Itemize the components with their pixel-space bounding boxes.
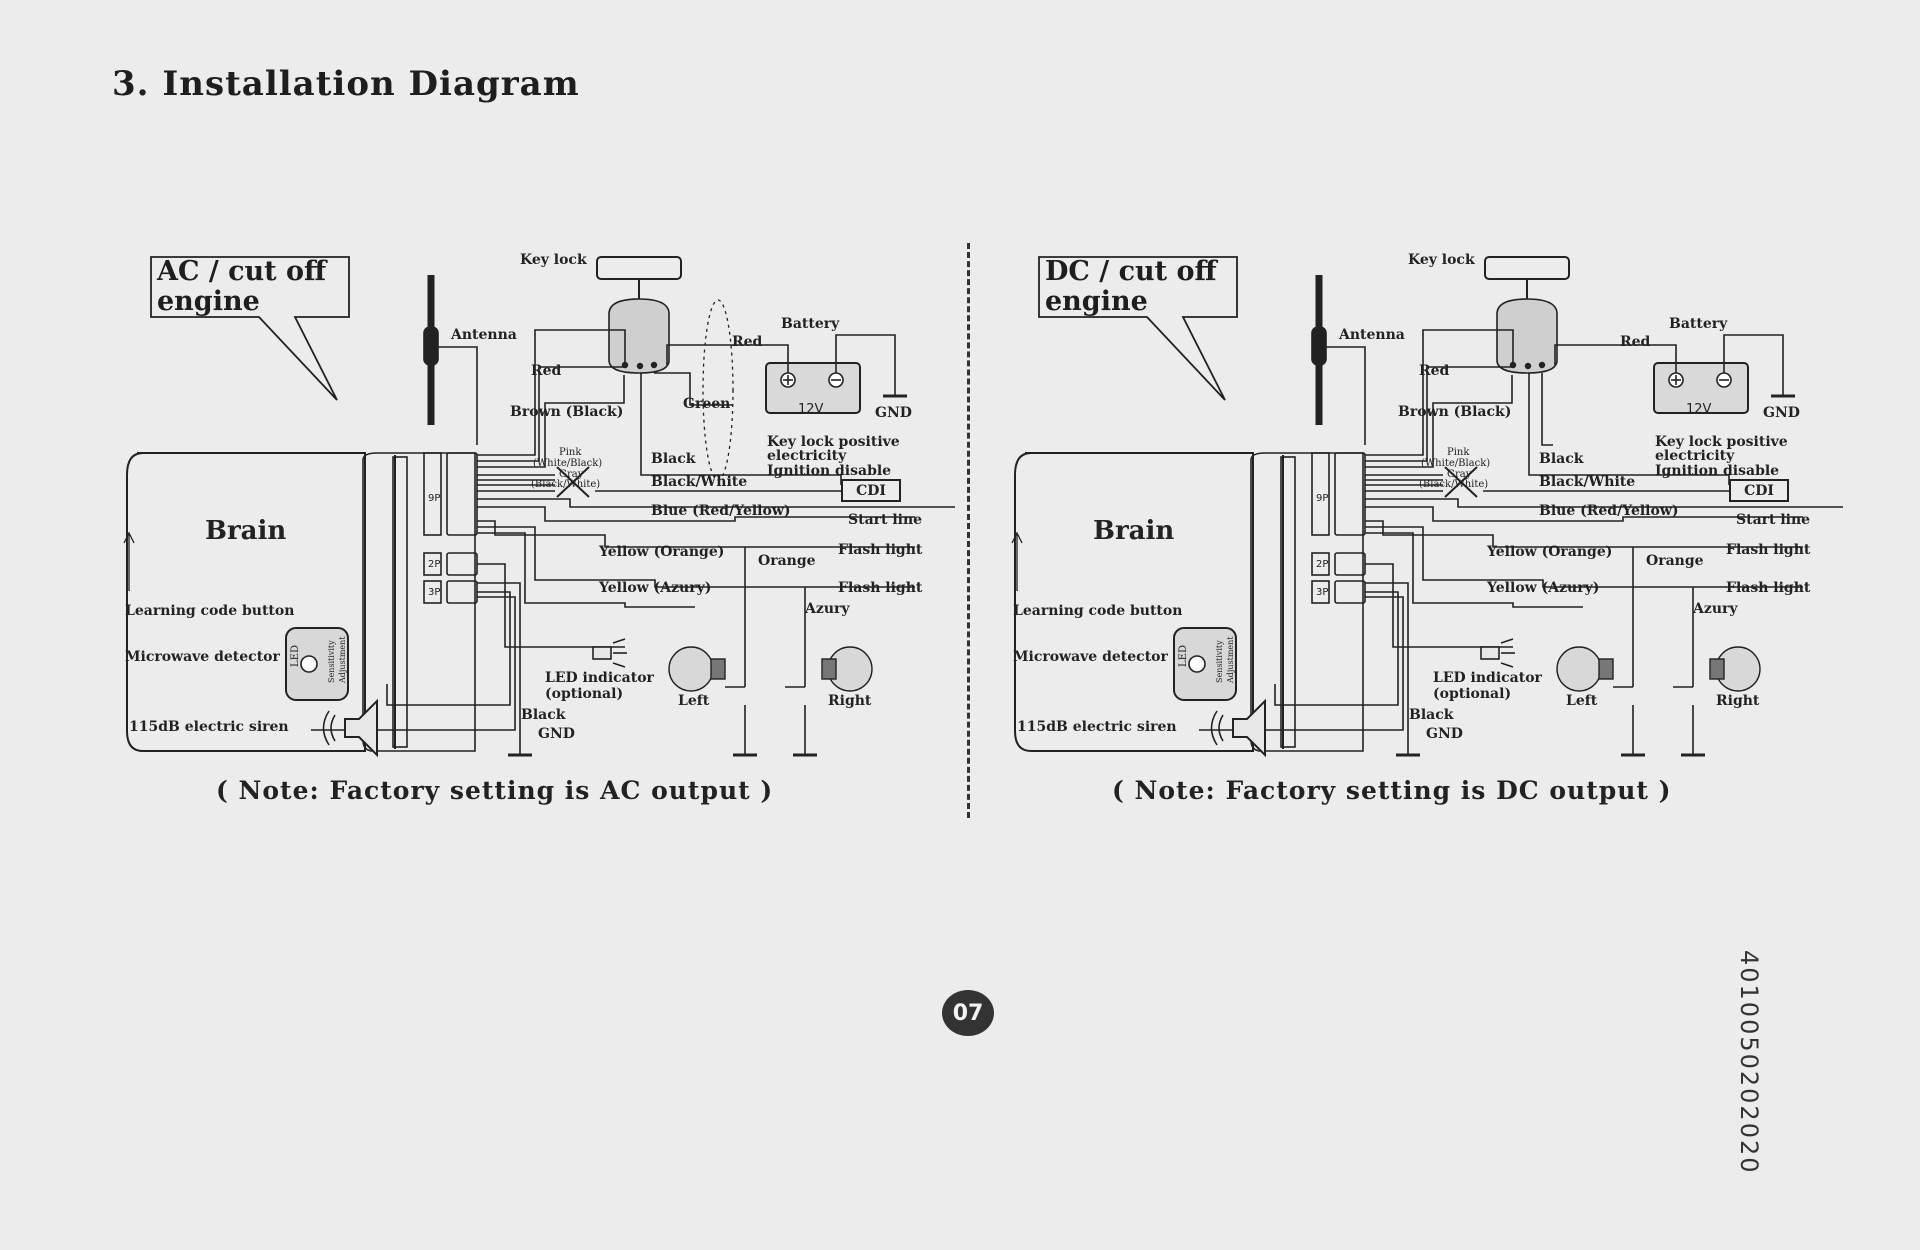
pin-2p: 2P	[428, 559, 441, 570]
pin-3p: 3P	[428, 587, 441, 598]
key-lock-label: Key lock	[520, 252, 587, 268]
led-label: LED	[290, 645, 301, 667]
wiring-diagram-ac	[123, 256, 955, 758]
pin-9p: 9P	[428, 493, 441, 504]
battery-label: Battery	[781, 316, 840, 332]
sensitivity-label: Sensitivity	[1215, 640, 1224, 683]
black-wire-label: Black	[651, 451, 696, 467]
pin-2p: 2P	[1316, 559, 1329, 570]
center-divider	[967, 243, 970, 818]
yellow-orange-label: Yellow (Orange)	[599, 544, 725, 560]
black-white-small-label: (Black/White)	[531, 479, 601, 490]
gray-label: Gray	[1447, 469, 1472, 480]
battery-label: Battery	[1669, 316, 1728, 332]
microwave-detector-label: Microwave detector	[1013, 649, 1168, 665]
white-black-label: (White/Black)	[1421, 458, 1491, 469]
siren-label: 115dB electric siren	[129, 719, 289, 735]
antenna-label: Antenna	[1339, 327, 1405, 343]
battery-red-label: Red	[1620, 334, 1651, 350]
led-optional-label: (optional)	[545, 686, 624, 702]
battery-red-label: Red	[732, 334, 763, 350]
flash-light-1-label: Flash light	[838, 542, 923, 558]
key-lock-positive-label: Key lock positive	[1655, 434, 1788, 450]
page-title: 3. Installation Diagram	[112, 64, 580, 104]
page-number: 07	[942, 990, 994, 1036]
note-dc: ( Note: Factory setting is DC output )	[1112, 776, 1672, 805]
right-light-label: Right	[1716, 693, 1760, 709]
blue-wire-label: Blue (Red/Yellow)	[1539, 503, 1679, 519]
pin-3p: 3P	[1316, 587, 1329, 598]
document-code: 4010050202020	[1735, 950, 1763, 1175]
battery-voltage: 12V	[1686, 402, 1712, 417]
callout-dc: DC / cut off engine	[1045, 256, 1217, 317]
diagram-dc: DC / cut off engine Key lock Antenna Bat…	[1003, 235, 1843, 758]
black-gnd-label: Black	[1409, 707, 1454, 723]
battery-voltage: 12V	[798, 402, 824, 417]
learning-code-button-label: Learning code button	[125, 603, 295, 619]
start-line-label: Start line	[848, 512, 923, 528]
learning-code-button-label: Learning code button	[1013, 603, 1183, 619]
gnd-bottom-label: GND	[538, 726, 575, 742]
wiring-diagram-dc	[1011, 256, 1843, 758]
black-wire-label: Black	[1539, 451, 1584, 467]
gnd-top-label: GND	[1763, 405, 1800, 421]
adjustment-label: Adjustment	[1226, 636, 1235, 683]
key-lock-label: Key lock	[1408, 252, 1475, 268]
right-light-label: Right	[828, 693, 872, 709]
red-wire-label: Red	[531, 363, 562, 379]
led-indicator-label: LED indicator	[1433, 670, 1542, 686]
note-ac: ( Note: Factory setting is AC output )	[216, 776, 774, 805]
yellow-orange-label: Yellow (Orange)	[1487, 544, 1613, 560]
azury-label: Azury	[1693, 601, 1738, 617]
pink-label: Pink	[1447, 447, 1470, 458]
yellow-azury-label: Yellow (Azury)	[599, 580, 712, 596]
brown-wire-label: Brown (Black)	[1398, 404, 1512, 420]
key-lock-positive-label: Key lock positive	[767, 434, 900, 450]
brown-wire-label: Brown (Black)	[510, 404, 624, 420]
electricity-label: electricity	[1655, 448, 1735, 464]
antenna-label: Antenna	[451, 327, 517, 343]
pink-label: Pink	[559, 447, 582, 458]
black-white-small-label: (Black/White)	[1419, 479, 1489, 490]
red-wire-label: Red	[1419, 363, 1450, 379]
microwave-detector-label: Microwave detector	[125, 649, 280, 665]
blue-wire-label: Blue (Red/Yellow)	[651, 503, 791, 519]
left-light-label: Left	[678, 693, 710, 709]
sensitivity-label: Sensitivity	[327, 640, 336, 683]
flash-light-2-label: Flash light	[1726, 580, 1811, 596]
led-label: LED	[1178, 645, 1189, 667]
manual-page: 3. Installation Diagram	[112, 64, 1843, 1175]
callout-ac: AC / cut off engine	[157, 256, 327, 317]
black-white-label: Black/White	[1539, 474, 1636, 490]
orange-label: Orange	[758, 553, 816, 569]
gnd-top-label: GND	[875, 405, 912, 421]
ignition-disable-label: Ignition disable	[1655, 463, 1780, 479]
green-wire-label: Green	[683, 396, 731, 412]
gray-label: Gray	[559, 469, 584, 480]
siren-label: 115dB electric siren	[1017, 719, 1177, 735]
pin-9p: 9P	[1316, 493, 1329, 504]
electricity-label: electricity	[767, 448, 847, 464]
left-light-label: Left	[1566, 693, 1598, 709]
adjustment-label: Adjustment	[338, 636, 347, 683]
flash-light-1-label: Flash light	[1726, 542, 1811, 558]
led-indicator-label: LED indicator	[545, 670, 654, 686]
diagram-ac: AC / cut off engine Key lock Antenna Bat…	[115, 235, 955, 758]
brain-label: Brain	[205, 516, 287, 546]
black-gnd-label: Black	[521, 707, 566, 723]
cdi-box: CDI	[1729, 479, 1789, 502]
azury-label: Azury	[805, 601, 850, 617]
black-white-label: Black/White	[651, 474, 748, 490]
ignition-disable-label: Ignition disable	[767, 463, 892, 479]
flash-light-2-label: Flash light	[838, 580, 923, 596]
white-black-label: (White/Black)	[533, 458, 603, 469]
brain-label: Brain	[1093, 516, 1175, 546]
gnd-bottom-label: GND	[1426, 726, 1463, 742]
cdi-box: CDI	[841, 479, 901, 502]
orange-label: Orange	[1646, 553, 1704, 569]
start-line-label: Start line	[1736, 512, 1811, 528]
led-optional-label: (optional)	[1433, 686, 1512, 702]
yellow-azury-label: Yellow (Azury)	[1487, 580, 1600, 596]
